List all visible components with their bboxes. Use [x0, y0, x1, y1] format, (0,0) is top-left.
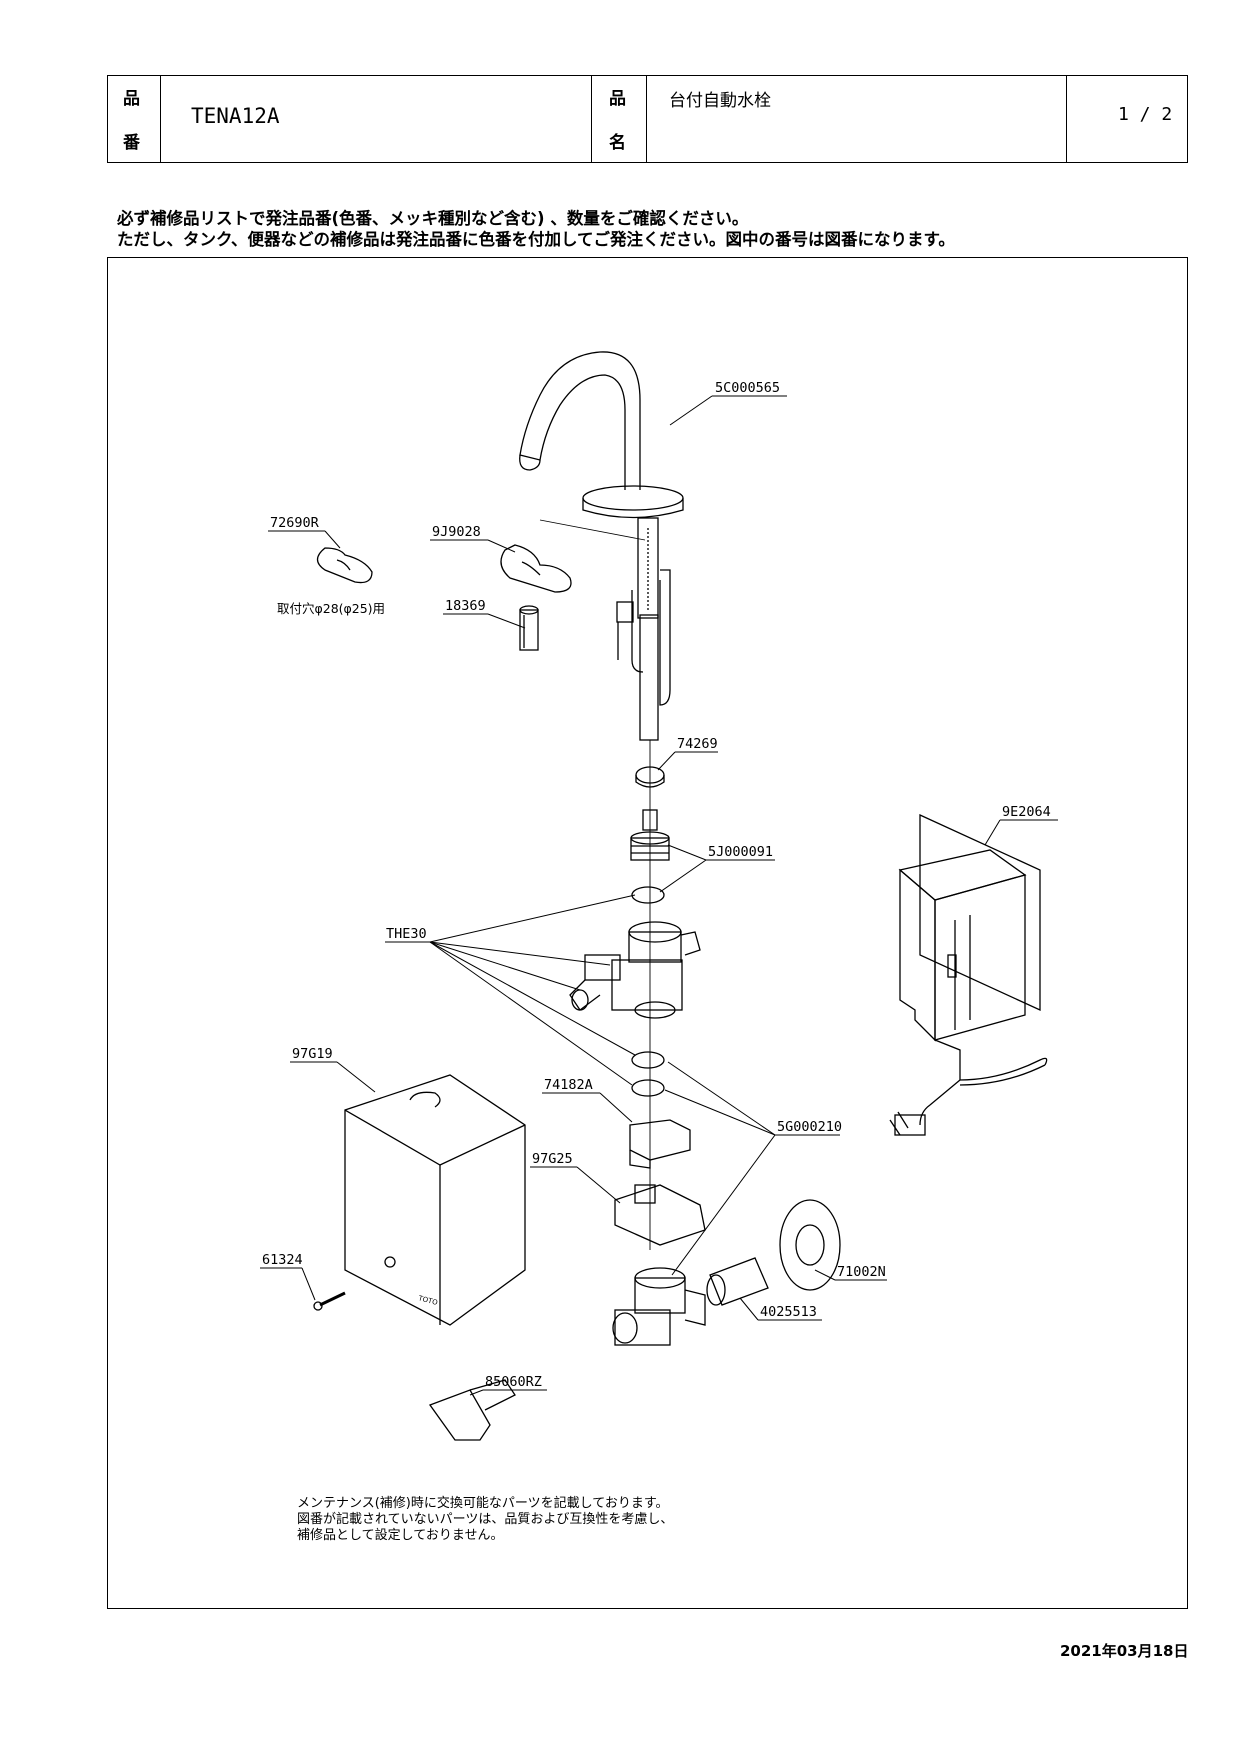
label-9E2064: 9E2064 [1002, 804, 1051, 820]
title-block: 品 番 TENA12A 品 名 台付自動水栓 1 / 2 [107, 75, 1188, 163]
part-name-label-top: 品 [609, 89, 626, 109]
issue-date: 2021年03月18日 [1060, 1642, 1189, 1660]
nut-18369-drawing [519, 605, 539, 651]
label-97G19: 97G19 [292, 1046, 333, 1062]
divider [160, 76, 161, 162]
label-71002N: 71002N [837, 1264, 886, 1280]
label-5J000091: 5J000091 [708, 844, 773, 860]
divider [646, 76, 647, 162]
cover-brand-text: TOTO [417, 1294, 439, 1307]
label-74269: 74269 [677, 736, 718, 752]
valve-body-drawing [612, 1267, 706, 1346]
flange-71002N-drawing [779, 1199, 841, 1291]
part-name: 台付自動水栓 [669, 91, 771, 111]
clip-74269-drawing [635, 766, 665, 788]
note-line-1: 必ず補修品リストで発注品番(色番、メッキ種別など含む) 、数量をご確認ください。 [117, 209, 749, 228]
label-hole-note: 取付穴φ28(φ25)用 [277, 601, 385, 616]
caption-line-2: 図番が記載されていないパーツは、品質および互換性を考慮し、 [297, 1512, 674, 1527]
label-THE30: THE30 [386, 926, 427, 942]
holder-97G25-drawing [614, 1184, 706, 1246]
screw-61324-drawing [313, 1291, 346, 1311]
key-85060RZ-drawing [428, 1379, 516, 1441]
o-ring-1 [631, 886, 665, 904]
label-85060RZ: 85060RZ [485, 1374, 542, 1390]
page-number: 1 / 2 [1118, 104, 1173, 125]
label-74182A: 74182A [544, 1077, 593, 1093]
caption-line-1: メンテナンス(補修)時に交換可能なパーツを記載しております。 [297, 1496, 669, 1511]
spout-drawing [519, 351, 684, 741]
o-ring-2 [631, 1051, 665, 1069]
label-5C000565: 5C000565 [715, 380, 780, 396]
o-ring-3 [631, 1079, 665, 1097]
caption-line-3: 補修品として設定しておりません。 [297, 1528, 504, 1543]
washer-72690R-drawing [316, 547, 373, 584]
cover-97G19-drawing: TOTO [344, 1074, 526, 1326]
clip-74182A-drawing [629, 1119, 691, 1169]
valve-THE30-drawing [569, 921, 701, 1019]
divider [1066, 76, 1067, 162]
label-72690R: 72690R [270, 515, 320, 531]
leader-lines [260, 395, 1058, 1396]
washer-9J9028-drawing [500, 544, 572, 593]
nipple-4025513-drawing [706, 1257, 769, 1306]
control-box-9E2064-drawing [889, 813, 1048, 1136]
note-line-2: ただし、タンク、便器などの補修品は発注品番に色番を付加してご発注ください。図中の… [117, 230, 955, 249]
part-no-label-top: 品 [123, 89, 140, 109]
label-18369: 18369 [445, 598, 486, 614]
label-9J9028: 9J9028 [432, 524, 481, 540]
label-5G000210: 5G000210 [777, 1119, 842, 1135]
part-name-label-bottom: 名 [609, 133, 626, 153]
label-97G25: 97G25 [532, 1151, 573, 1167]
fitting-5J000091-drawing [630, 809, 670, 861]
label-61324: 61324 [262, 1252, 303, 1268]
part-no-label-bottom: 番 [123, 133, 140, 153]
divider [591, 76, 592, 162]
drawing-frame [107, 257, 1188, 1609]
part-number: TENA12A [191, 104, 280, 128]
label-4025513: 4025513 [760, 1304, 817, 1320]
